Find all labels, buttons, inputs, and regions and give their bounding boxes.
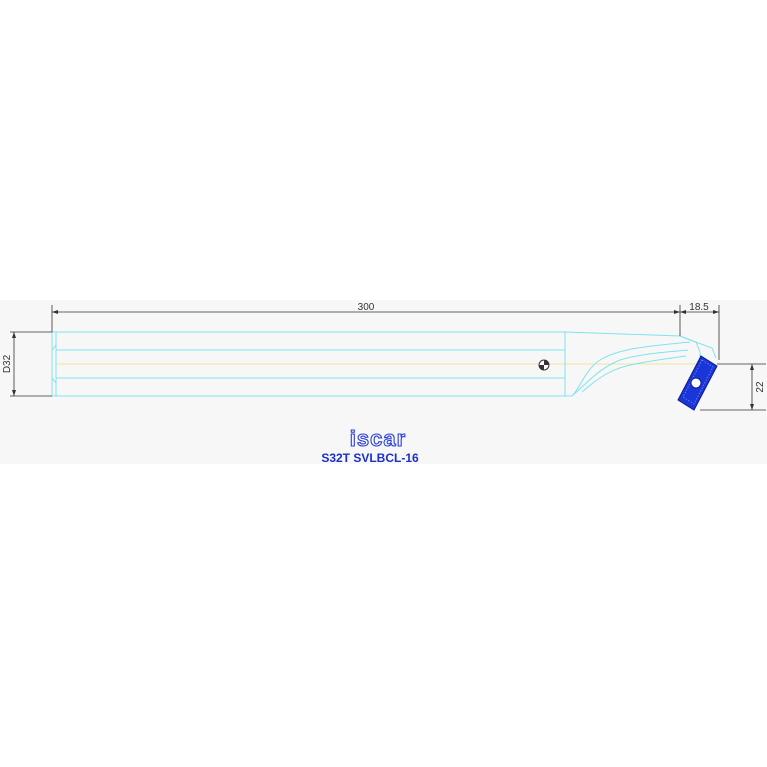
diameter-dimension-label: D32	[2, 354, 13, 373]
shank-outline	[51, 331, 717, 397]
insert-shape	[677, 355, 718, 411]
coolant-symbol	[538, 359, 550, 371]
dimension-arrows	[12, 310, 754, 410]
head-length-dimension-label: 18.5	[689, 302, 709, 313]
length-dimension-label: 300	[358, 302, 375, 313]
brand-logo: iscar	[350, 426, 406, 451]
offset-dimension-label: 22	[755, 381, 766, 393]
dimension-lines	[10, 305, 766, 411]
drawing-background	[0, 300, 767, 464]
model-code: S32T SVLBCL-16	[321, 451, 419, 465]
